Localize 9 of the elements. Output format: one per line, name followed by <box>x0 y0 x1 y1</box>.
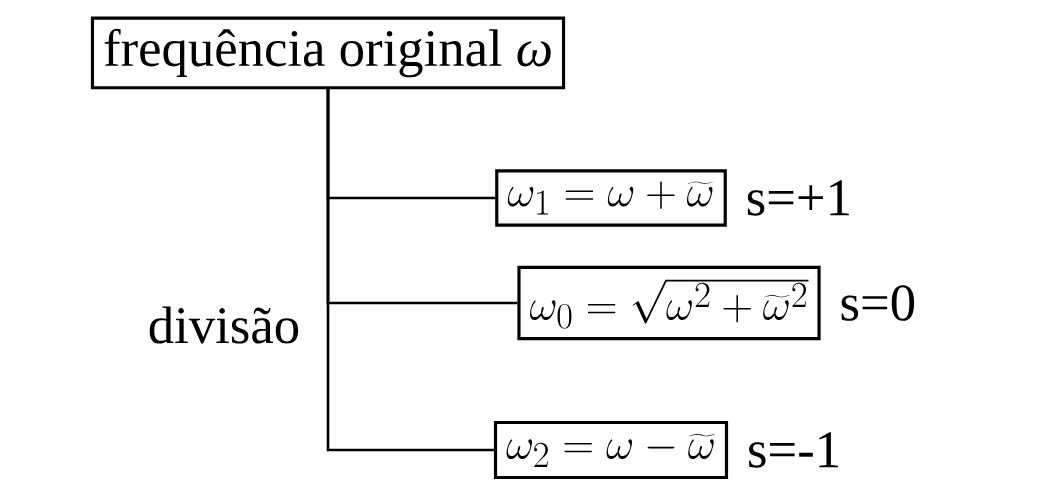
formula-box: $\omega_0 = \sqrt{\omega^2 + \widetilde{\omega}^2}$ <box>517 265 821 341</box>
formula-box: $\omega_2 = \omega - \widetilde{\omega}$ <box>493 420 729 480</box>
beside-label: s=-1 <box>749 432 838 468</box>
beside-label: s=+1 <box>747 180 849 216</box>
formula-box: $\omega_1 = \omega + \widetilde{\omega}$ <box>495 169 727 227</box>
beside-label: s=0 <box>841 285 915 321</box>
branch-label: divisão <box>149 306 299 344</box>
connector-line <box>326 89 494 452</box>
title-box: frequência original ω <box>90 16 566 90</box>
